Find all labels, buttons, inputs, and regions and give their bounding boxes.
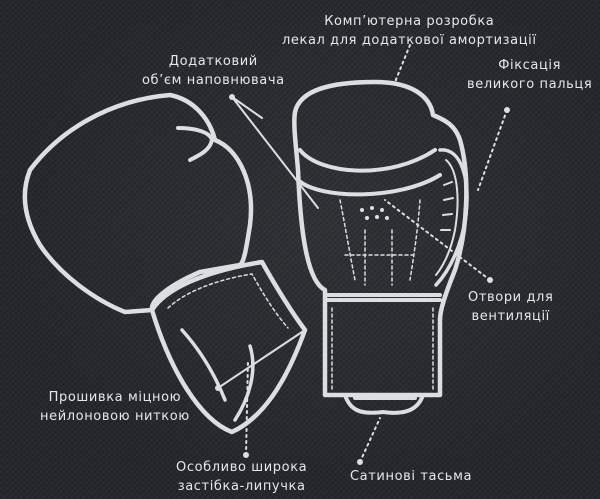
label-thumb-fixation-line2: великого пальця — [467, 77, 593, 92]
leader-nylon-stitching — [217, 329, 306, 389]
right-glove-fist-roll — [296, 148, 442, 197]
label-ventilation-holes-line2: вентиляції — [471, 309, 550, 324]
ventilation-hole-dots — [360, 206, 389, 220]
label-thumb-fixation: Фіксація великого пальця — [467, 56, 592, 94]
label-nylon-stitching-line1: Прошивка міцною — [48, 390, 182, 405]
callout-dots — [215, 94, 510, 465]
right-glove-satin-tape — [343, 393, 425, 415]
leader-extra-volume-right — [231, 96, 319, 209]
label-computer-design-line2: лекал для додаткової амортизації — [282, 33, 537, 48]
label-wide-velcro-line1: Особливо широка — [176, 460, 308, 475]
left-glove-velcro-seam — [180, 328, 255, 422]
label-ventilation-holes: Отвори для вентиляції — [468, 288, 553, 326]
leader-computer-design — [394, 44, 411, 83]
left-glove-cuff-stitch — [167, 273, 289, 329]
right-glove-thumb — [434, 148, 469, 287]
right-glove-thumb-stitch — [435, 159, 459, 276]
callout-lines — [217, 44, 508, 463]
label-satin-tape-line1: Сатинові тасьма — [350, 469, 473, 484]
label-nylon-stitching-line2: нейлоновою ниткою — [40, 409, 190, 424]
label-wide-velcro: Особливо широка застібка-липучка — [176, 458, 307, 496]
left-glove — [22, 92, 308, 435]
right-glove — [292, 79, 469, 415]
right-glove-body — [292, 79, 469, 398]
label-extra-volume-line2: об’єм наповнювача — [142, 73, 285, 88]
label-thumb-fixation-line1: Фіксація — [498, 58, 562, 73]
label-ventilation-holes-line1: Отвори для — [468, 290, 554, 305]
leader-ventilation — [384, 199, 491, 281]
label-extra-volume: Додатковий об’єм наповнювача — [142, 52, 285, 90]
left-glove-body — [22, 92, 254, 315]
leader-extra-volume-left — [231, 96, 263, 119]
left-glove-thumb-crease — [176, 126, 214, 162]
right-glove-cuff-band — [323, 293, 442, 302]
right-glove-cuff-stitch — [331, 307, 434, 391]
label-satin-tape: Сатинові тасьма — [350, 467, 472, 486]
label-computer-design-line1: Комп’ютерна розробка — [324, 14, 495, 29]
leader-thumb-fixation — [477, 109, 508, 191]
label-nylon-stitching: Прошивка міцною нейлоновою ниткою — [40, 388, 190, 426]
leader-satin-tape — [359, 417, 381, 463]
right-glove-palm-stitch — [339, 199, 421, 286]
label-wide-velcro-line2: застібка-липучка — [177, 479, 306, 494]
label-computer-design: Комп’ютерна розробка лекал для додатково… — [282, 12, 537, 50]
label-extra-volume-line1: Додатковий — [168, 54, 258, 69]
leader-wide-velcro — [245, 359, 249, 456]
left-glove-cuff — [149, 259, 308, 435]
